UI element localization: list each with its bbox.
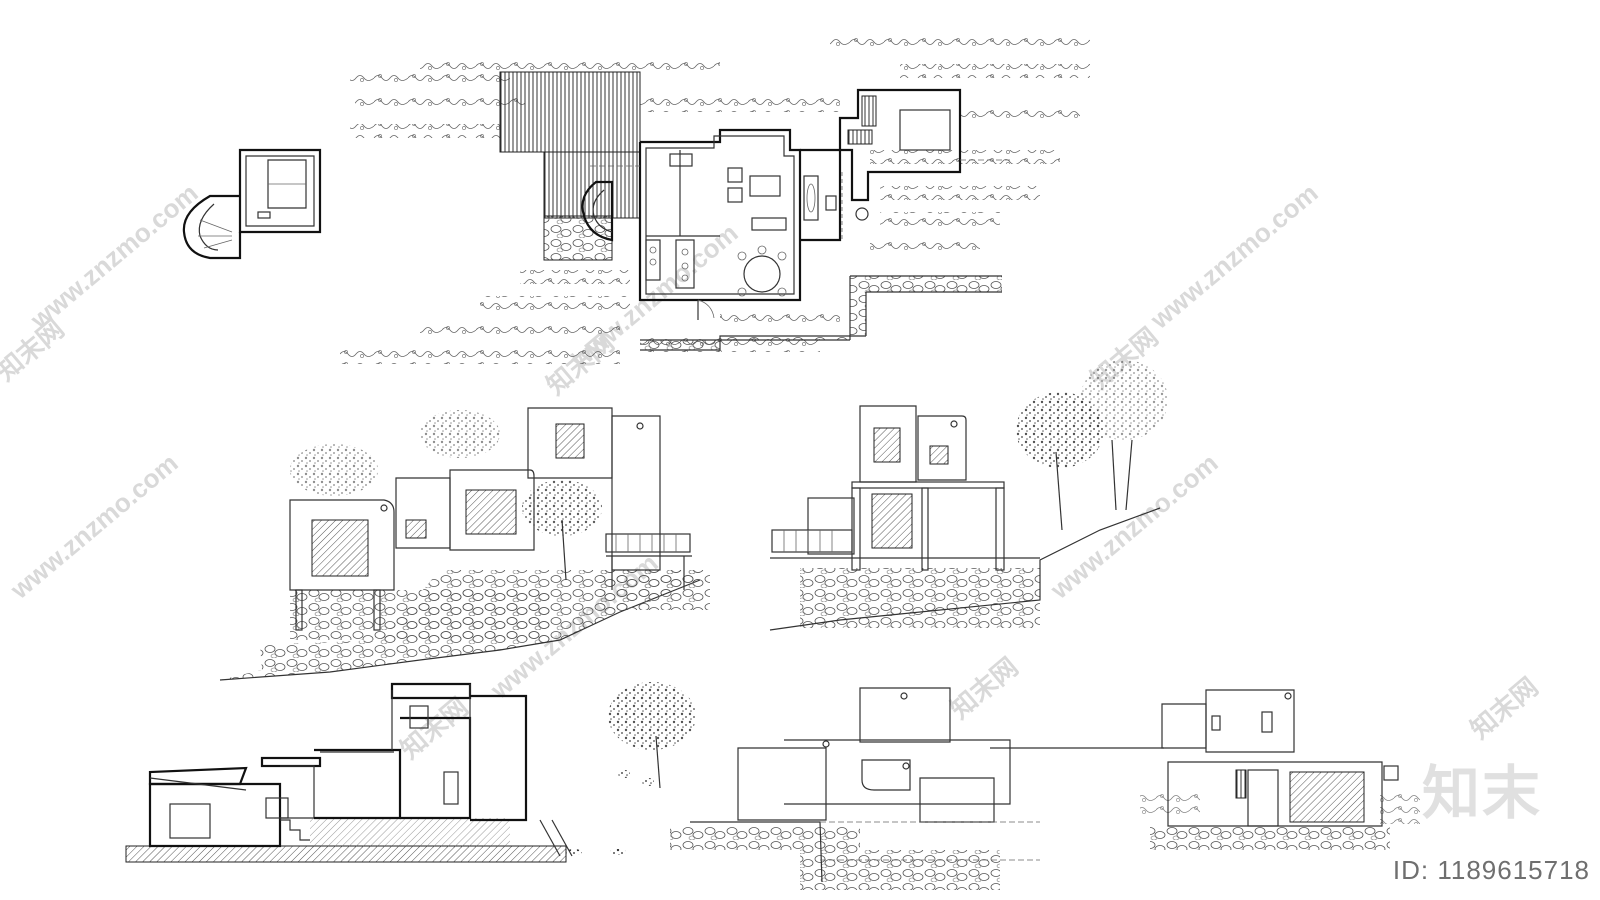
watermark-text: www.znzmo.com	[1144, 178, 1324, 336]
long-section	[125, 682, 626, 863]
main-floor-plan	[340, 36, 1090, 364]
brand-logo: 知末	[1421, 759, 1542, 827]
tower-plan	[182, 148, 322, 260]
west-elevation	[608, 682, 1164, 890]
east-elevation	[769, 360, 1168, 631]
watermark-text: www.znzmo.com	[24, 178, 204, 336]
watermark-text: 知末网	[945, 651, 1024, 724]
watermark-text: 知末网	[395, 691, 474, 764]
south-elevation	[219, 407, 710, 681]
watermark-layer: www.znzmo.com 知末网 www.znzmo.com www.znzm…	[0, 178, 1544, 765]
watermark-text: www.znzmo.com	[1044, 448, 1224, 606]
north-elevation	[1140, 689, 1420, 850]
watermark-text: 知末网	[1465, 671, 1544, 744]
image-id-label: ID: 1189615718	[1392, 855, 1590, 885]
watermark-text: www.znzmo.com	[4, 448, 184, 606]
